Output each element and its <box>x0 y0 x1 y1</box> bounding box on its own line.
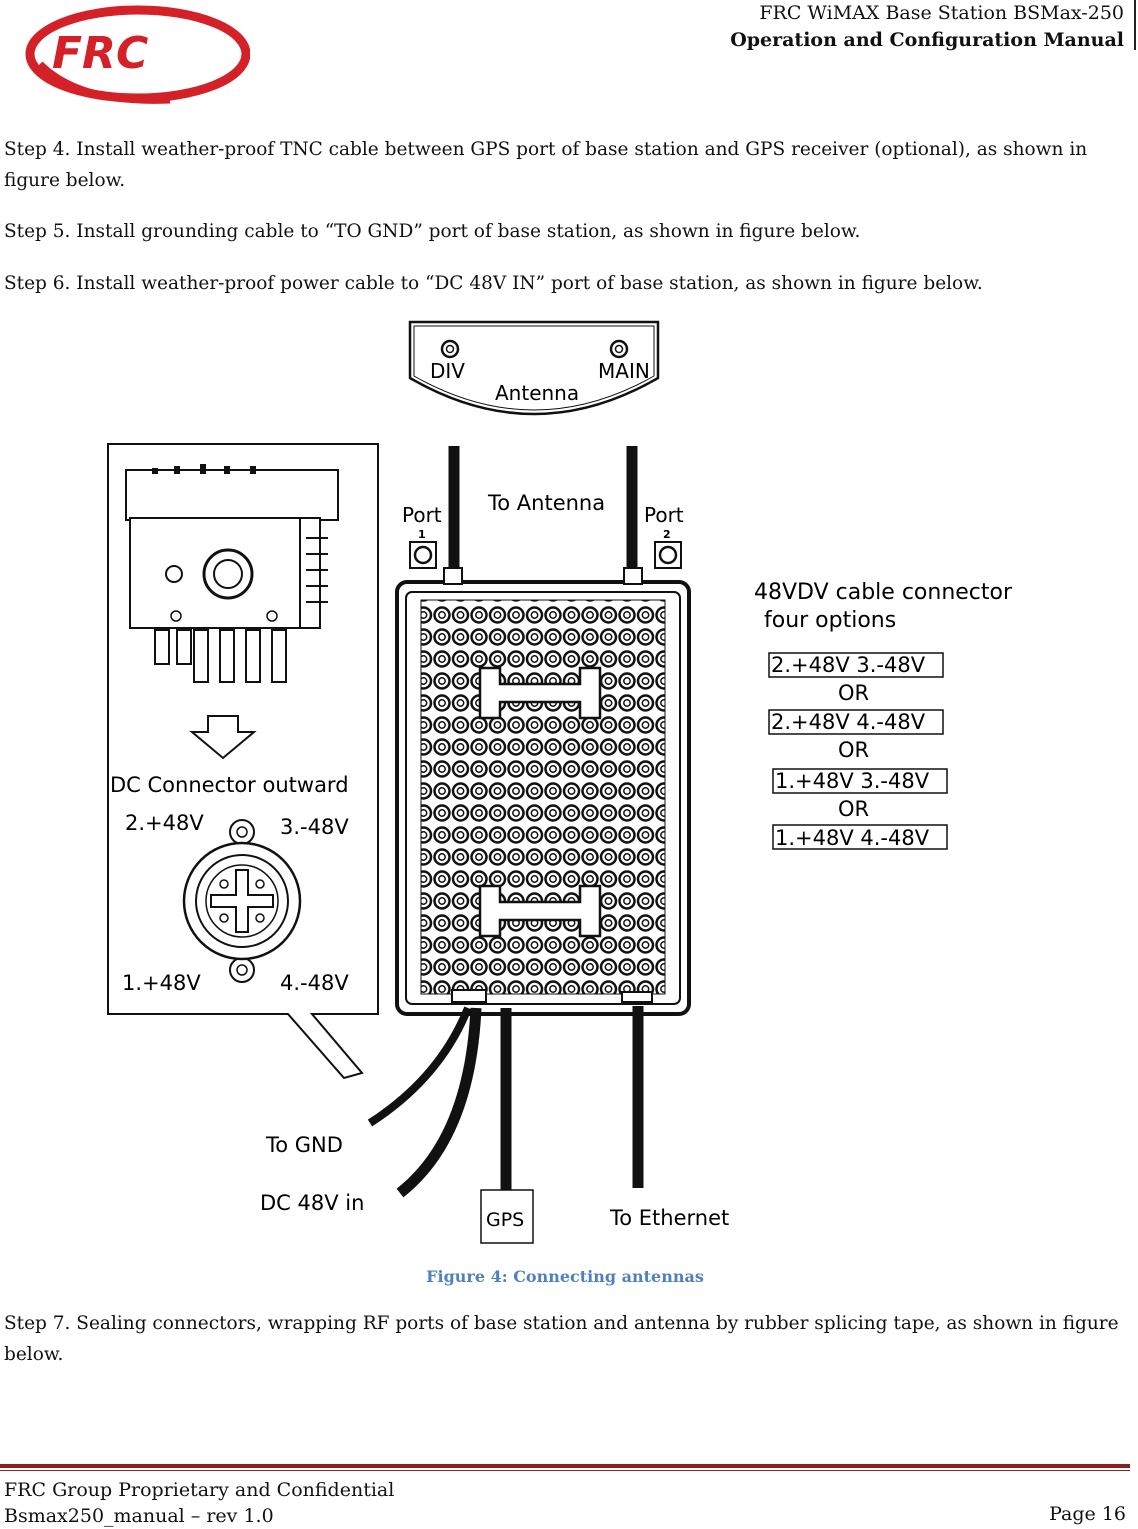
step-5-text: Step 5. Install grounding cable to “TO G… <box>4 221 861 242</box>
footer-confidential: FRC Group Proprietary and Confidential <box>4 1479 395 1501</box>
pin-4-label: 4.-48V <box>280 971 349 995</box>
cable-option-3: 1.+48V 3.-48V <box>772 768 948 794</box>
footer-revision: Bsmax250_manual – rev 1.0 <box>4 1505 274 1527</box>
to-gnd-label: To GND <box>265 1133 343 1157</box>
svg-text:1.+48V 3.-48V: 1.+48V 3.-48V <box>775 769 930 793</box>
or-label-1: OR <box>838 681 869 705</box>
cable-connector-subtitle: four options <box>764 608 896 633</box>
frc-logo: FRC <box>20 4 251 104</box>
header-divider <box>1134 0 1136 50</box>
cable-option-4: 1.+48V 4.-48V <box>772 824 948 850</box>
antenna-label: Antenna <box>495 381 579 405</box>
logo-text: FRC <box>52 28 148 79</box>
antenna-div-label: DIV <box>430 359 465 383</box>
dc-cable <box>396 1007 482 1198</box>
header-title-2: Operation and Configuration Manual <box>730 29 1124 51</box>
down-arrow-icon <box>189 715 257 760</box>
to-antenna-label: To Antenna <box>487 491 605 515</box>
connection-diagram: DIV MAIN Antenna <box>100 318 1060 1253</box>
port-1-label: Port <box>402 503 442 527</box>
header-title-1: FRC WiMAX Base Station BSMax-250 <box>759 2 1124 24</box>
dc-connector-inset: DC Connector outward 2.+48V 3.-48V 1.+48… <box>107 443 379 1080</box>
or-label-3: OR <box>838 797 869 821</box>
pin-3-label: 3.-48V <box>280 815 349 839</box>
cable-option-1: 2.+48V 3.-48V <box>768 652 944 678</box>
page-number: Page 16 <box>1049 1503 1126 1525</box>
svg-text:2.+48V 4.-48V: 2.+48V 4.-48V <box>771 710 926 734</box>
antenna-badge: DIV MAIN Antenna <box>408 320 660 416</box>
dc-connector-face-icon <box>182 819 302 983</box>
step-4-text: Step 4. Install weather-proof TNC cable … <box>4 139 1088 191</box>
gnd-cable <box>367 1006 472 1127</box>
dc-in-label: DC 48V in <box>260 1191 364 1215</box>
figure-caption: Figure 4: Connecting antennas <box>426 1267 704 1286</box>
port-2-number: 2 <box>663 528 671 541</box>
footer-rule-thin <box>0 1470 1130 1471</box>
port-1-icon <box>409 541 437 569</box>
pin-1-label: 1.+48V <box>122 971 201 995</box>
antenna-main-label: MAIN <box>598 359 650 383</box>
svg-text:2.+48V 3.-48V: 2.+48V 3.-48V <box>771 653 926 677</box>
cable-option-2: 2.+48V 4.-48V <box>768 709 944 735</box>
dc-connector-outward-label: DC Connector outward <box>110 773 349 797</box>
step-6-text: Step 6. Install weather-proof power cabl… <box>4 273 983 294</box>
port-1-number: 1 <box>418 528 426 541</box>
pin-2-label: 2.+48V <box>125 811 204 835</box>
port-2-icon <box>654 541 682 569</box>
to-ethernet-label: To Ethernet <box>609 1206 729 1230</box>
div-port-icon <box>440 339 460 359</box>
base-station-unit <box>395 567 691 1016</box>
footer-rule-thick <box>0 1464 1130 1468</box>
svg-text:1.+48V 4.-48V: 1.+48V 4.-48V <box>775 826 930 850</box>
cable-connector-title: 48VDV cable connector <box>754 580 1013 605</box>
gps-label: GPS <box>486 1209 524 1231</box>
or-label-2: OR <box>838 738 869 762</box>
heatsink-fin-grid <box>420 599 666 995</box>
unit-side-view-icon <box>125 464 339 683</box>
port-2-label: Port <box>644 503 684 527</box>
main-port-icon <box>609 339 629 359</box>
step-7-text: Step 7. Sealing connectors, wrapping RF … <box>4 1313 1119 1365</box>
gps-box <box>480 1189 534 1244</box>
